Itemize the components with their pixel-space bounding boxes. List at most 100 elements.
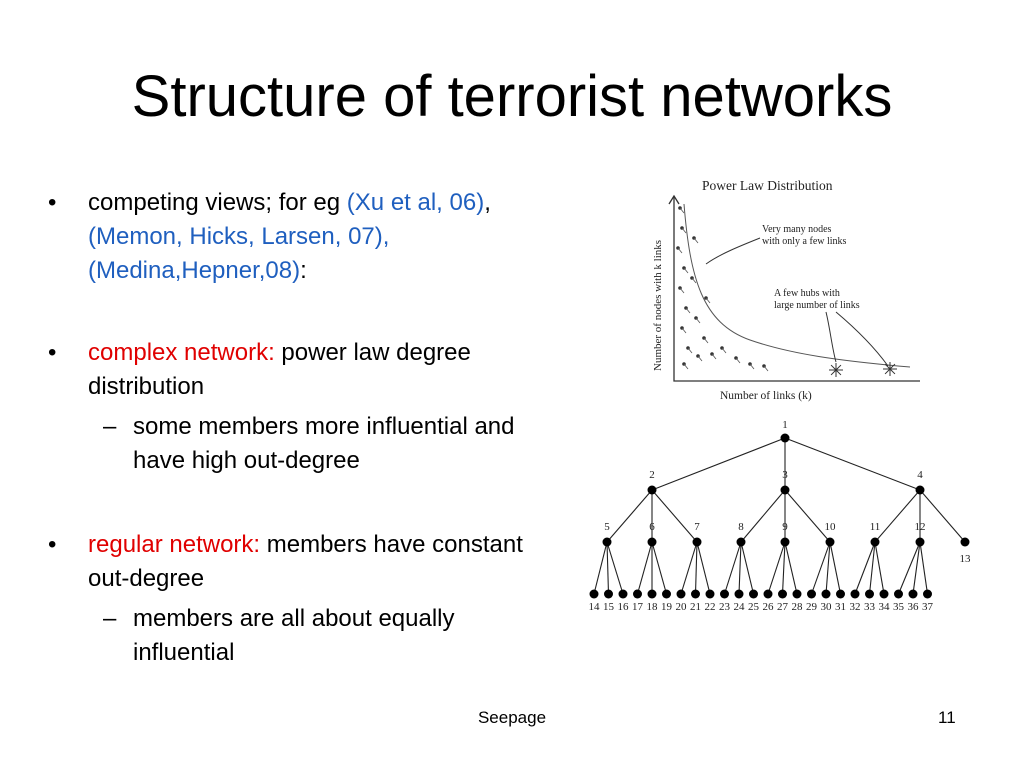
tree-node-label: 16 <box>618 601 630 613</box>
annotation-arrow <box>705 237 761 265</box>
hub-star-ray <box>830 364 837 371</box>
tree-node-label: 25 <box>748 601 760 613</box>
scatter-link <box>679 207 685 214</box>
sub-bullet-equal: – members are all about equally influent… <box>103 602 553 670</box>
tree-edge <box>919 489 966 543</box>
scatter-link <box>683 363 689 370</box>
tree-edge <box>912 541 921 595</box>
tree-node-label: 34 <box>879 601 891 613</box>
tree-node-label: 32 <box>850 601 861 613</box>
tree-node <box>821 589 831 599</box>
power-law-xlabel: Number of links (k) <box>720 390 812 402</box>
sub-bullet-text: members are all about equally influentia… <box>133 605 455 666</box>
tree-node <box>736 537 746 547</box>
bullet-marker: • <box>48 189 57 216</box>
tree-node <box>778 589 787 599</box>
tree-node-label: 21 <box>690 601 701 613</box>
citation-separator: , <box>484 189 491 216</box>
tree-node <box>915 485 925 495</box>
tree-node-label: 1 <box>782 419 788 431</box>
bullet-tail: : <box>300 257 307 284</box>
tree-edge <box>784 541 798 595</box>
tree-node <box>602 537 612 547</box>
tree-node-label: 31 <box>835 601 846 613</box>
bullet-list: • competing views; for eg (Xu et al, 06)… <box>0 0 560 700</box>
scatter-link <box>721 347 727 354</box>
bullet-text: competing views; for eg <box>88 189 347 216</box>
tree-edge <box>784 437 921 491</box>
bullet-regular-network: • regular network: members have constant… <box>48 528 558 596</box>
tree-node-label: 30 <box>821 601 833 613</box>
tree-node-label: 10 <box>825 521 837 533</box>
tree-node-label: 26 <box>763 601 775 613</box>
bullet-text: members have constant out-degree <box>88 531 523 592</box>
tree-edge <box>696 541 711 595</box>
tree-node <box>923 589 932 599</box>
hub-star-ray <box>889 363 896 370</box>
tree-node-label: 14 <box>589 601 601 613</box>
tree-edge <box>874 489 921 543</box>
power-law-figure: Power Law Distribution Number of nodes w… <box>652 178 920 402</box>
hub-star-ray <box>835 369 842 376</box>
scatter-link <box>749 363 755 370</box>
sub-bullet-influential: – some members more influential and have… <box>103 410 553 478</box>
tree-edge <box>781 541 786 595</box>
scatter-link <box>681 327 687 334</box>
tree-node-label: 22 <box>705 601 716 613</box>
tree-edge <box>740 541 755 595</box>
tree-node <box>676 589 686 599</box>
tree-node-label: 37 <box>922 601 934 613</box>
tree-node-label: 20 <box>676 601 688 613</box>
tree-node-label: 3 <box>782 469 788 481</box>
tree-node-label: 6 <box>649 521 655 533</box>
tree-node <box>780 537 790 547</box>
tree-edge <box>740 489 786 543</box>
citation-xu: (Xu et al, 06) <box>346 189 485 216</box>
sub-bullet-text: some members more influential and have h… <box>133 413 515 474</box>
page-number: 11 <box>938 708 956 727</box>
tree-edge <box>810 541 831 595</box>
scatter-link <box>695 317 701 324</box>
bullet-marker: • <box>48 339 57 366</box>
bullet-label: regular network: <box>88 531 261 558</box>
tree-node-label: 9 <box>782 521 788 533</box>
citation-medina: (Medina,Hepner,08) <box>88 257 301 284</box>
tree-edge <box>606 541 610 595</box>
tree-node <box>865 589 874 599</box>
tree-node <box>589 589 599 599</box>
tree-node <box>850 589 860 599</box>
tree-edge <box>738 541 742 595</box>
tree-node <box>647 589 657 599</box>
tree-edge <box>651 489 698 543</box>
tree-node-label: 4 <box>917 469 923 481</box>
tree-node <box>662 589 671 599</box>
tree-node <box>705 589 715 599</box>
tree-node-label: 5 <box>604 521 610 533</box>
scatter-link <box>691 277 697 284</box>
tree-node-label: 23 <box>719 601 731 613</box>
tree-node <box>792 589 802 599</box>
tree-node <box>807 589 816 599</box>
bullet-competing-views: • competing views; for eg (Xu et al, 06)… <box>48 186 558 288</box>
tree-node-label: 33 <box>864 601 876 613</box>
hub-star-ray <box>830 369 837 376</box>
power-law-curve <box>683 203 911 368</box>
hub-star-ray <box>884 363 891 370</box>
tree-edge <box>606 541 624 595</box>
tree-node-label: 28 <box>792 601 804 613</box>
tree-edge <box>874 541 885 595</box>
tree-edge <box>651 541 668 595</box>
tree-edge <box>825 541 831 595</box>
tree-edge <box>868 541 876 595</box>
annotation-hubs-line2: large number of links <box>774 300 860 311</box>
tree-edge <box>829 541 842 595</box>
tree-edge <box>723 541 742 595</box>
tree-node-label: 27 <box>777 601 789 613</box>
hub-star-ray <box>884 368 891 375</box>
tree-node-label: 19 <box>661 601 673 613</box>
tree-edge <box>767 541 786 595</box>
tree-edges <box>593 437 966 595</box>
tree-edge <box>897 541 921 595</box>
power-law-title: Power Law Distribution <box>702 178 833 193</box>
tree-node <box>879 589 889 599</box>
